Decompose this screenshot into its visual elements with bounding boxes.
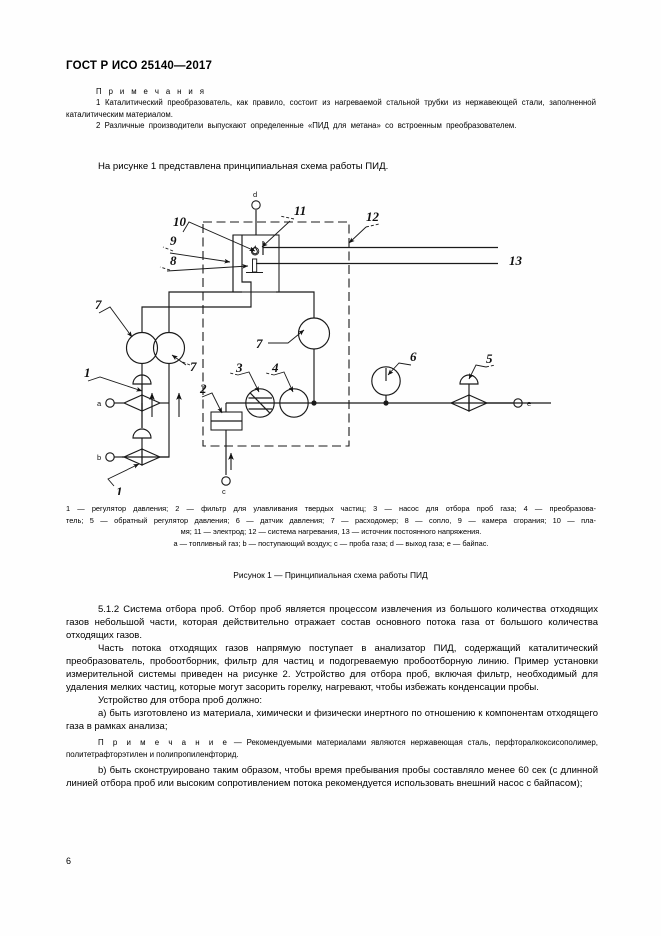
port-a: a (97, 399, 102, 408)
caption-line-4: a — топливный газ; b — поступающий возду… (173, 538, 489, 548)
standard-header: ГОСТ Р ИСО 25140—2017 (66, 60, 213, 72)
callout-3: 3 (235, 360, 243, 375)
notes-title: П р и м е ч а н и я (96, 87, 207, 96)
callout-1-b: 1 (116, 484, 123, 495)
note-item-2: 2 Различные производители выпускают опре… (96, 120, 517, 130)
callout-6: 6 (410, 349, 417, 364)
callout-1-a: 1 (84, 365, 91, 380)
body-note-label: П р и м е ч а н и е (98, 738, 230, 748)
note-item-1: 1 Каталитический преобразователь, как пр… (66, 98, 596, 119)
callout-8: 8 (170, 253, 177, 268)
callout-13: 13 (509, 253, 523, 268)
body-paragraph-3: Устройство для отбора проб должно: (98, 695, 263, 707)
callout-4: 4 (271, 360, 279, 375)
callout-5: 5 (486, 351, 493, 366)
port-c: c (222, 487, 226, 495)
callout-7-b: 7 (190, 359, 197, 374)
caption-line-2: тель; 5 — обратный регулятор давления; 6… (66, 515, 596, 525)
port-d: d (253, 190, 257, 199)
body-inline-note: П р и м е ч а н и е — Рекомендуемыми мат… (66, 737, 598, 760)
callout-11: 11 (294, 203, 306, 218)
body-paragraph-2: Часть потока отходящих газов напрямую по… (66, 643, 598, 694)
body-text: 5.1.2 Система отбора проб. Отбор проб яв… (66, 603, 598, 790)
port-e: e (527, 399, 531, 408)
intro-paragraph: На рисунке 1 представлена принципиальная… (98, 161, 389, 172)
notes-block: П р и м е ч а н и я 1 Каталитический пре… (66, 86, 596, 131)
figure-caption-key: 1 — регулятор давления; 2 — фильтр для у… (66, 503, 596, 549)
body-paragraph-4: a) быть изготовлено из материала, химиче… (66, 708, 598, 733)
port-b: b (97, 453, 101, 462)
callout-7-a: 7 (95, 297, 102, 312)
caption-line-3: мя; 11 — электрод; 12 — система нагреван… (180, 527, 482, 537)
body-paragraph-b: b) быть сконструировано таким образом, ч… (66, 765, 598, 790)
figure-1-diagram: 10 11 9 8 12 13 7 7 7 1 1 2 3 4 6 5 d c … (66, 185, 596, 495)
page-number: 6 (66, 856, 72, 866)
body-note-text: — Рекомендуемыми материалами являются не… (66, 738, 599, 759)
callout-12: 12 (366, 209, 380, 224)
callout-7-c: 7 (256, 336, 263, 351)
callout-2: 2 (199, 381, 207, 396)
callout-10: 10 (173, 214, 187, 229)
caption-line-1: 1 — регулятор давления; 2 — фильтр для у… (66, 504, 596, 513)
figure-title: Рисунок 1 — Принципиальная схема работы … (233, 570, 428, 580)
callout-9: 9 (170, 233, 177, 248)
body-paragraph-1: 5.1.2 Система отбора проб. Отбор проб яв… (66, 604, 598, 642)
